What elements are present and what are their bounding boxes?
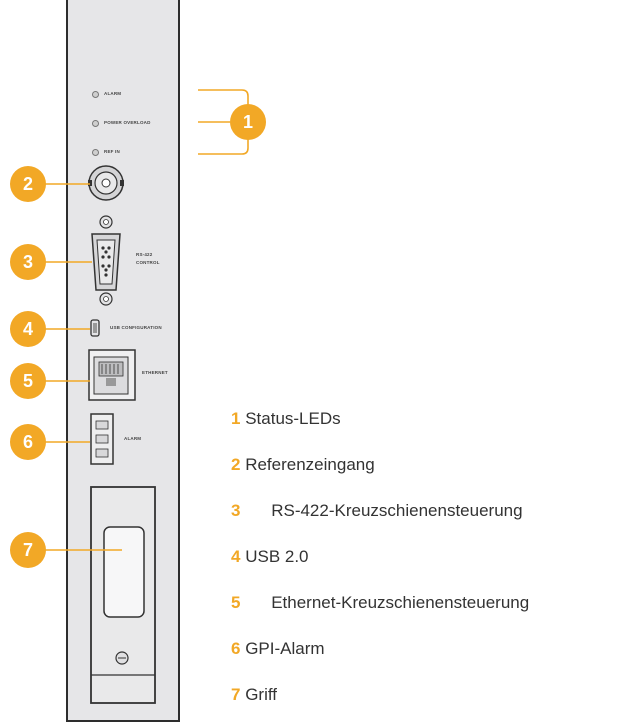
power-overload-led-label: POWER OVERLOAD bbox=[104, 120, 151, 125]
callout-badge-6: 6 bbox=[10, 424, 46, 460]
legend-number: 7 bbox=[231, 685, 241, 704]
legend-number: 2 bbox=[231, 455, 241, 474]
ref-in-led bbox=[92, 149, 99, 156]
power-overload-led bbox=[92, 120, 99, 127]
callout-badge-4: 4 bbox=[10, 311, 46, 347]
gpi-terminal-icon bbox=[90, 413, 114, 465]
ethernet-label: ETHERNET bbox=[142, 370, 168, 375]
legend-label: USB 2.0 bbox=[245, 547, 309, 566]
legend-number: 1 bbox=[231, 409, 241, 428]
handle-icon bbox=[90, 486, 156, 704]
bnc-connector-icon bbox=[88, 165, 124, 201]
legend-label: Status-LEDs bbox=[245, 409, 341, 428]
legend-item: 7 Griff bbox=[231, 684, 277, 706]
usb-label: USB CONFIGURATION bbox=[110, 325, 162, 330]
legend-item: 1 Status-LEDs bbox=[231, 408, 341, 430]
connectors-art bbox=[88, 165, 156, 704]
legend-label: GPI-Alarm bbox=[245, 639, 325, 658]
usb-port-icon bbox=[90, 319, 100, 337]
callout-badge-2: 2 bbox=[10, 166, 46, 202]
legend-number: 6 bbox=[231, 639, 241, 658]
gpi-alarm-label: ALARM bbox=[124, 436, 142, 441]
legend-item: 4 USB 2.0 bbox=[231, 546, 309, 568]
rs422-label: RS-422 bbox=[136, 252, 153, 257]
legend-number: 3 bbox=[231, 501, 241, 520]
callout-badge-5: 5 bbox=[10, 363, 46, 399]
ref-in-led-label: REF IN bbox=[104, 149, 120, 154]
legend-item: 5 Ethernet-Kreuzschienensteuerung bbox=[231, 592, 529, 614]
ethernet-port-icon bbox=[88, 349, 136, 401]
legend-label: Griff bbox=[245, 685, 278, 704]
legend-label: Referenzeingang bbox=[245, 455, 375, 474]
control-label: CONTROL bbox=[136, 260, 160, 265]
legend-label: RS-422-Kreuzschienensteuerung bbox=[271, 501, 523, 520]
device-panel: ALARM POWER OVERLOAD REF IN bbox=[66, 0, 180, 722]
callout-badge-7: 7 bbox=[10, 532, 46, 568]
callout-badge-3: 3 bbox=[10, 244, 46, 280]
legend-label: Ethernet-Kreuzschienensteuerung bbox=[271, 593, 530, 612]
alarm-led-label: ALARM bbox=[104, 91, 122, 96]
alarm-led bbox=[92, 91, 99, 98]
legend-number: 5 bbox=[231, 593, 241, 612]
legend-number: 4 bbox=[231, 547, 241, 566]
legend-item: 2 Referenzeingang bbox=[231, 454, 375, 476]
legend-item: 3 RS-422-Kreuzschienensteuerung bbox=[231, 500, 523, 522]
callout-badge-1: 1 bbox=[230, 104, 266, 140]
db9-connector-icon bbox=[91, 215, 121, 306]
legend-item: 6 GPI-Alarm bbox=[231, 638, 325, 660]
